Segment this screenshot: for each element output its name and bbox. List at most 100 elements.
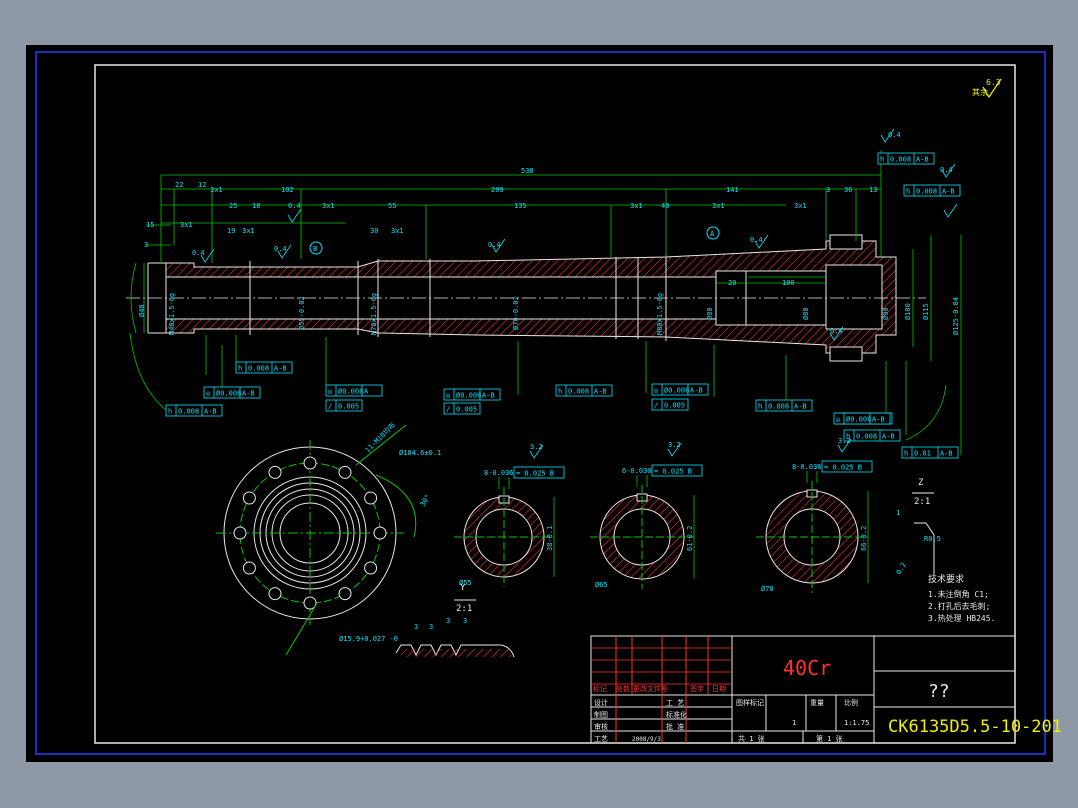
tol-ref: A-B bbox=[794, 403, 807, 411]
dia-10: Ø115 bbox=[922, 303, 930, 320]
tol-ref: A-B bbox=[204, 408, 217, 416]
tol-ref: A-B bbox=[594, 388, 607, 396]
tol-ref: A bbox=[364, 388, 369, 396]
flange-pcd-label: Ø104.6±0.1 bbox=[399, 449, 441, 457]
tech-requirements: 技术要求 1.未注倒角 C1; 2.打孔后去毛刺; 3.热处理 HB245. bbox=[928, 573, 995, 623]
tol-value: 0.008 bbox=[856, 433, 877, 441]
dim-top-0: 22 bbox=[175, 181, 183, 189]
role-1: 制图 bbox=[594, 710, 608, 719]
role-r-0: 工 艺 bbox=[666, 699, 684, 707]
tooth-dim-3: 3 bbox=[463, 617, 467, 625]
tolerance-frame: /0.005 bbox=[443, 402, 481, 415]
dim-top-8: 13 bbox=[869, 186, 877, 194]
dim-sec-7: 3x1 bbox=[712, 202, 725, 210]
tol-ref: A-B bbox=[274, 365, 287, 373]
dia-4: Ø70-0.02 bbox=[512, 296, 520, 330]
view-y-scale: 2:1 bbox=[456, 604, 472, 614]
bolt-hole-icon bbox=[242, 491, 256, 505]
dim-top-6: 3 bbox=[826, 186, 830, 194]
quantity-text: 1 bbox=[792, 719, 796, 727]
tooth-detail: 3 3 3 3 bbox=[395, 617, 515, 658]
section-dia: Ø70 bbox=[761, 585, 774, 593]
tooth-dim-0: 3 bbox=[414, 623, 418, 631]
dia-8: Ø90 bbox=[882, 307, 890, 320]
dim-top-2: 3x1 bbox=[210, 186, 223, 194]
dia-7: Ø80 bbox=[802, 307, 810, 320]
bolt-hole-icon bbox=[303, 596, 317, 610]
rough-3: 0.4 bbox=[488, 241, 501, 249]
dimension-texts: 538 22 12 3x1 102 209 141 3 36 13 25 18 … bbox=[138, 167, 960, 335]
tol-ref: A-B bbox=[882, 433, 895, 441]
flange-end-view: 11-M10均布 Ø104.6±0.1 30° Ø15.9+0.027 -0 bbox=[216, 420, 441, 656]
tol-value: 0.008 bbox=[916, 188, 937, 196]
rough-7: 0.4 bbox=[940, 166, 953, 174]
dim-overall: 538 bbox=[521, 167, 534, 175]
dim-top-5: 141 bbox=[726, 186, 739, 194]
dia-2: Ø55-0.02 bbox=[298, 296, 306, 330]
section-roughness: 3.2 bbox=[668, 441, 681, 449]
cad-canvas[interactable]: 其余 6.3 bbox=[26, 45, 1062, 762]
flange-bolt-label: Ø15.9+0.027 -0 bbox=[339, 635, 398, 643]
flange-holes-label: 11-M10均布 bbox=[363, 420, 397, 454]
tol-value: 0.01 bbox=[914, 450, 931, 458]
view-y: Y 2:1 bbox=[454, 583, 476, 614]
tol-symbol: h bbox=[558, 388, 562, 396]
tol-symbol: h bbox=[880, 156, 884, 164]
dia-5: M80x1.5-6g bbox=[656, 293, 664, 335]
tol-value: Ø0.008 bbox=[846, 416, 871, 424]
tol-ref: A-B bbox=[942, 188, 955, 196]
rough-4: 0.4 bbox=[750, 236, 763, 244]
dim-left-1: 3 bbox=[144, 241, 148, 249]
stage-h-1: 重量 bbox=[810, 699, 824, 707]
tol-value: 0.008 bbox=[890, 156, 911, 164]
tooth-dim-1: 3 bbox=[429, 623, 433, 631]
tol-ref: A-B bbox=[690, 387, 703, 395]
dia-1: M48x1.5-6g bbox=[168, 293, 176, 335]
section-roughness: 3.2 bbox=[838, 437, 851, 445]
key-width: 6-0.030 bbox=[622, 467, 652, 475]
tol-value: Ø0.008 bbox=[216, 390, 241, 398]
dimension-lines bbox=[129, 150, 962, 455]
bolt-hole-icon bbox=[268, 465, 282, 479]
dim-sec-6: 40 bbox=[661, 202, 669, 210]
key-tol: = 0.025 B bbox=[824, 464, 862, 472]
tolerance-frame: / 0.005 bbox=[325, 399, 363, 412]
dim-sec-2: 3x1 bbox=[322, 202, 335, 210]
role-r-2: 批 准 bbox=[666, 722, 684, 731]
dim-inner-1: 100 bbox=[782, 279, 795, 287]
bolt-hole-icon bbox=[268, 587, 282, 601]
roughness-icon bbox=[667, 442, 682, 457]
drawing-number-text: CK6135D5.5-10-201 bbox=[888, 717, 1062, 737]
shaft-section-view bbox=[126, 234, 926, 362]
z-dim-0: 1 bbox=[896, 509, 900, 517]
roughness-corner-icon: 其余 6.3 bbox=[972, 78, 1002, 99]
roughness-remaining-label: 其余 bbox=[972, 87, 988, 97]
outer-frame bbox=[35, 51, 1046, 755]
dim-sec-4: 135 bbox=[514, 202, 527, 210]
tech-req-3: 3.热处理 HB245. bbox=[928, 613, 995, 623]
tol-symbol: / bbox=[328, 403, 332, 411]
drawing-svg: 其余 6.3 bbox=[35, 51, 1062, 755]
tol-symbol: ◎ bbox=[328, 388, 333, 396]
role-0: 设计 bbox=[594, 698, 608, 707]
dia-6: Ø80 bbox=[706, 307, 714, 320]
rev-h-0: 标记 bbox=[593, 684, 607, 693]
roughness-remaining-value: 6.3 bbox=[986, 78, 1001, 87]
tol-ref: A-B bbox=[916, 156, 929, 164]
tolerance-frame: /0.005 bbox=[651, 398, 689, 411]
view-z-scale: 2:1 bbox=[914, 497, 930, 507]
view-z: Z 2:1 1 R0.5 0.2 bbox=[895, 478, 941, 576]
tol-symbol: h bbox=[238, 365, 242, 373]
key-width: 8-0.036 bbox=[484, 469, 514, 477]
roughness-markers bbox=[200, 128, 958, 341]
tol-value: 0.005 bbox=[338, 403, 359, 411]
bolt-hole-icon bbox=[233, 526, 247, 540]
tol-value: Ø0.008 bbox=[338, 388, 363, 396]
dia-9: Ø100 bbox=[904, 303, 912, 320]
